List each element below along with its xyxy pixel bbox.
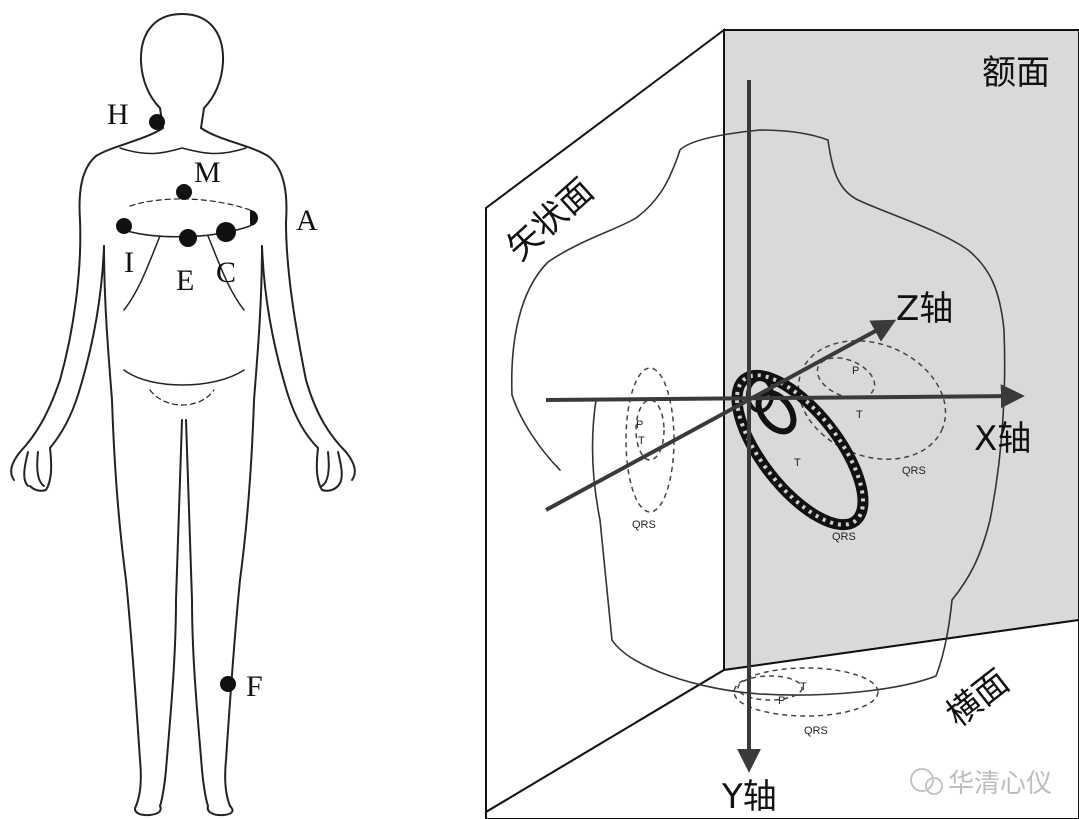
electrode-h [149,114,165,130]
leg-outline [104,246,262,806]
electrode-c [216,222,236,242]
sagittal-qrs-label: QRS [632,519,656,531]
electrode-i [116,218,132,234]
transverse-qrs-label: QRS [804,725,828,737]
electrode-label-h: H [107,98,129,131]
z-axis-label: Z轴 [896,289,953,329]
transverse-p-label: P [778,695,785,707]
electrode-label-e: E [176,264,194,297]
watermark-text: 华清心仪 [948,769,1052,799]
body-figure [11,14,355,815]
head-outline [141,14,223,128]
left-hand-outline [11,448,51,491]
frontal-p-label: P [852,365,859,377]
transverse-t-label: T [800,681,807,693]
electrode-label-a: A [296,204,318,237]
electrode-e [179,229,197,247]
feet-outline [135,806,233,815]
frontal-t-label: T [856,409,863,421]
electrode-label-m: M [194,156,221,189]
spatial-t-label: T [794,457,801,469]
electrode-label-f: F [246,670,263,703]
electrode-a [250,210,258,226]
sagittal-p-label: P [636,419,643,431]
spatial-qrs-label: QRS [832,531,856,543]
right-hand-outline [317,448,355,491]
electrode-m [176,184,192,200]
sagittal-t-label: T [638,435,645,447]
x-axis-label: X轴 [974,419,1031,459]
frontal-qrs-label: QRS [902,465,926,477]
electrode-f [220,676,236,692]
frontal-plane [724,30,1079,670]
y-axis-label: Y轴 [721,777,777,817]
frontal-plane-label: 额面 [982,53,1050,93]
electrode-label-i: I [124,246,134,279]
electrode-label-c: C [216,256,236,289]
